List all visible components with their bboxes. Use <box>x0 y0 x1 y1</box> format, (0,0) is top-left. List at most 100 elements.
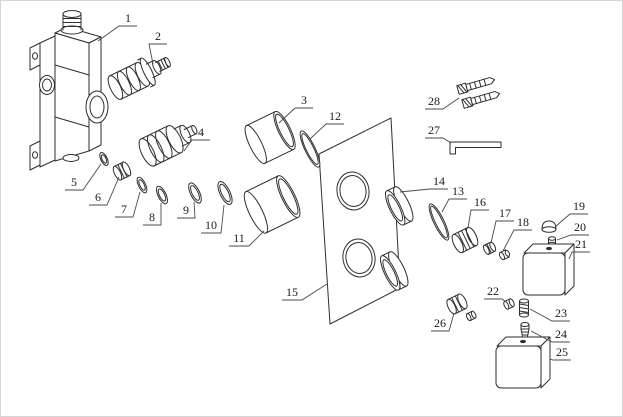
part-leader-line-23 <box>529 308 570 322</box>
body-detail-line <box>54 64 90 76</box>
part-leader-line-27 <box>425 137 452 144</box>
part-leader-line-7 <box>115 191 141 218</box>
part-14-trim-ring-top <box>385 186 414 226</box>
part-26-adapter <box>446 293 468 315</box>
part-label-11: 11 <box>233 231 245 245</box>
part-18-screw <box>498 249 511 261</box>
top-port-rim <box>62 10 82 18</box>
left-port-hole <box>42 78 52 92</box>
part-leader-line-6 <box>89 176 120 206</box>
top-port-collar <box>60 25 84 35</box>
part-leader-line-25 <box>549 358 571 361</box>
part-label-12: 12 <box>329 109 341 123</box>
part-21-handle <box>522 243 575 296</box>
part-2-cartridge <box>107 57 171 100</box>
part-label-10: 10 <box>205 218 217 232</box>
part-4-cartridge-body <box>138 124 198 167</box>
body-detail-line <box>54 116 90 128</box>
part-label-17: 17 <box>499 206 511 220</box>
part-3-sleeve <box>244 110 296 165</box>
part-7-ring <box>136 176 148 194</box>
part-14-trim-ring-bottom <box>380 251 409 291</box>
part-28-screws <box>456 77 501 109</box>
part-19-cap <box>541 220 557 233</box>
bracket-hole-top <box>32 52 38 60</box>
part-13-o-ring <box>428 203 450 241</box>
part-label-3: 3 <box>301 93 307 107</box>
part-leader-line-8 <box>143 203 162 226</box>
part-leader-line-24 <box>530 330 570 343</box>
part-leader-line-18 <box>502 229 532 252</box>
part-label-6: 6 <box>95 190 101 204</box>
part-leader-line-4 <box>183 139 210 152</box>
part-label-14: 14 <box>433 174 445 188</box>
part-8-ring <box>155 185 169 205</box>
screw-2 <box>461 91 501 109</box>
part-label-8: 8 <box>149 210 155 224</box>
part-label-9: 9 <box>183 203 189 217</box>
part-label-18: 18 <box>517 215 529 229</box>
part-label-22: 22 <box>487 284 499 298</box>
part-17-screw <box>482 241 497 255</box>
body-front-face <box>54 32 90 162</box>
part-23-stem <box>519 298 529 318</box>
part-label-7: 7 <box>121 202 127 216</box>
part-25-handle <box>495 336 551 389</box>
part-label-28: 28 <box>428 94 440 108</box>
part-leader-line-19 <box>554 213 588 228</box>
part-leader-line-15 <box>282 283 328 301</box>
part-label-24: 24 <box>555 327 567 341</box>
part-label-21: 21 <box>575 237 587 251</box>
part-leader-line-10 <box>201 204 225 234</box>
cartridge-port-boss <box>85 90 109 124</box>
part-leader-line-26 <box>431 312 455 332</box>
part-leader-line-20 <box>556 234 589 241</box>
top-port-threads <box>63 18 81 27</box>
part-leader-line-28 <box>425 97 460 110</box>
part-leader-line-21 <box>568 251 590 260</box>
part-label-26: 26 <box>434 316 446 330</box>
handle-set-hole <box>520 339 526 344</box>
part-1-valve-body <box>29 10 109 171</box>
plate-hole-top <box>336 171 370 211</box>
part-label-13: 13 <box>452 184 464 198</box>
part-leader-line-22 <box>484 298 507 303</box>
part-24-screw <box>520 322 530 340</box>
part-6-sleeve <box>112 161 132 181</box>
part-label-5: 5 <box>71 175 77 189</box>
part-leader-line-12 <box>309 123 344 140</box>
handle-set-hole <box>546 246 552 251</box>
part-label-19: 19 <box>573 199 585 213</box>
part-26-screw <box>465 310 477 322</box>
part-label-15: 15 <box>286 285 298 299</box>
part-15-mounting-plate <box>318 117 401 325</box>
part-leader-line-5 <box>65 163 102 191</box>
part-label-16: 16 <box>474 195 486 209</box>
top-port-side <box>62 13 82 31</box>
part-label-4: 4 <box>198 125 204 139</box>
part-label-2: 2 <box>155 29 161 43</box>
part-leader-line-13 <box>441 198 467 213</box>
part-label-27: 27 <box>428 123 440 137</box>
part-label-23: 23 <box>555 306 567 320</box>
part-leader-line-14 <box>399 188 448 193</box>
part-leader-line-17 <box>490 220 514 244</box>
part-11-sleeve <box>243 175 301 234</box>
part-leader-line-3 <box>278 107 313 124</box>
part-27-hex-key <box>449 141 502 155</box>
part-leader-line-11 <box>229 230 265 247</box>
cartridge-port-hole <box>89 95 105 119</box>
part-22-screw <box>503 298 515 310</box>
part-12-ring <box>299 130 321 168</box>
part-label-25: 25 <box>556 345 568 359</box>
part-leader-line-16 <box>467 209 489 229</box>
left-port-boss <box>39 75 55 95</box>
part-label-20: 20 <box>574 220 586 234</box>
screw-1 <box>456 77 496 95</box>
part-leader-line-9 <box>177 201 196 219</box>
part-label-1: 1 <box>125 11 131 25</box>
bracket-hole-bottom <box>32 151 38 159</box>
